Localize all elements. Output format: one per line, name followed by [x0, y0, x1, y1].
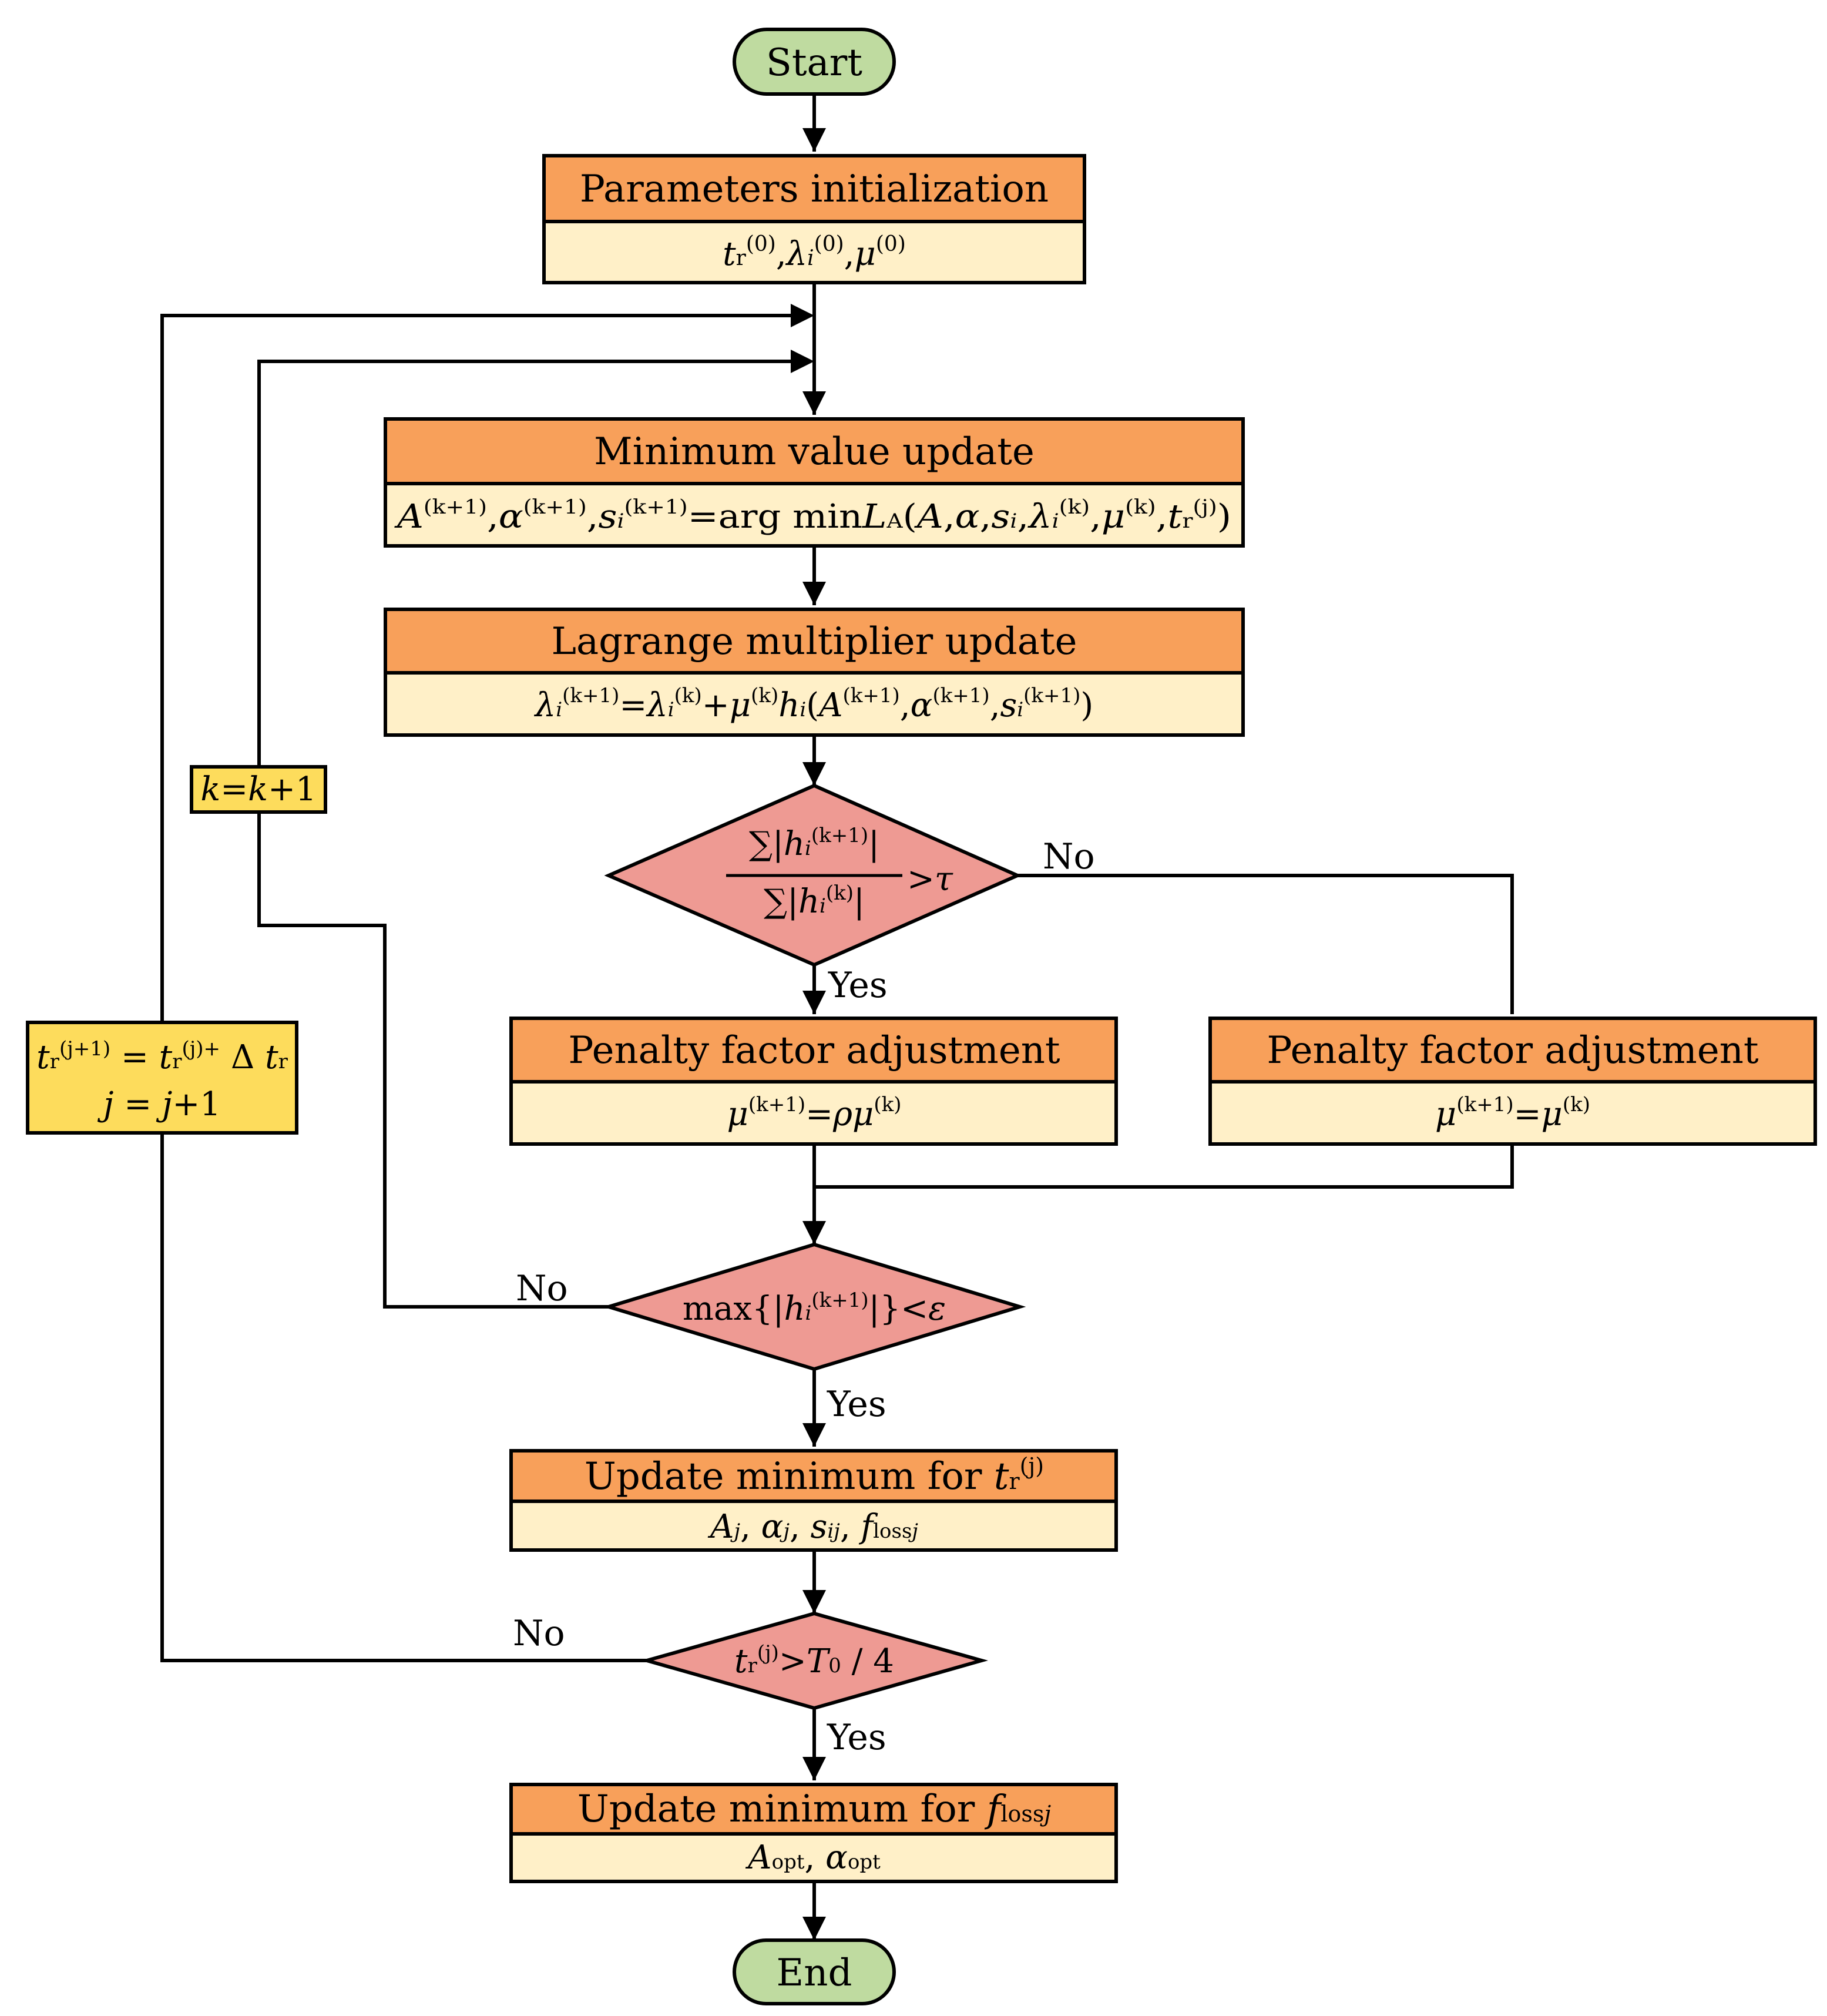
connectors	[160, 94, 1514, 1940]
arrowhead	[802, 991, 826, 1014]
init-formula: tr(0),λi(0),μ(0)	[723, 232, 906, 273]
penalty-no-title: Penalty factor adjustment	[1267, 1029, 1759, 1072]
line-tr-no	[160, 1133, 647, 1662]
line-max-no	[257, 812, 609, 1309]
arrowhead	[802, 1221, 826, 1245]
loop-tr-to-merge	[160, 314, 791, 1022]
end-label: End	[777, 1951, 852, 1995]
arrowhead	[802, 582, 826, 605]
arrowhead	[802, 1423, 826, 1447]
arrowhead	[791, 350, 814, 373]
init-box: Parameters initialization tr(0),λi(0),μ(…	[542, 154, 1086, 284]
penalty-no-box: Penalty factor adjustment μ(k+1)=μ(k)	[1208, 1017, 1817, 1146]
line-penalty-right-merge	[814, 1144, 1514, 1189]
lagrange-formula: λi(k+1)=λi(k)+μ(k)hi(A(k+1),α(k+1),si(k+…	[534, 684, 1094, 724]
min-update-box: Minimum value update A(k+1),α(k+1),si(k+…	[384, 417, 1245, 548]
tr-yes-label: Yes	[827, 1717, 886, 1758]
max-no-label: No	[516, 1268, 568, 1309]
tr-increment-box: tr(j+1) = tr(j)+ Δ tr j = j+1	[26, 1021, 298, 1135]
max-yes-label: Yes	[827, 1384, 886, 1425]
update-tr-box: Update minimum for tr(j) Aj, αj, sij, fl…	[509, 1449, 1118, 1552]
ratio-no-label: No	[1043, 836, 1095, 877]
min-update-title: Minimum value update	[594, 430, 1035, 474]
tr-increment-line2: j = j+1	[97, 1085, 221, 1123]
loop-k-to-merge	[257, 360, 791, 767]
arrowhead	[802, 1757, 826, 1780]
penalty-no-formula: μ(k+1)=μ(k)	[1435, 1093, 1590, 1133]
line-ratio-no	[1017, 874, 1514, 1014]
tr-decision: tr(j)>T0 / 4	[640, 1611, 989, 1710]
ratio-decision: ∑|hi(k+1)| ∑|hi(k)| >τ	[604, 783, 1022, 967]
penalty-yes-title: Penalty factor adjustment	[568, 1029, 1060, 1072]
tr-increment-line1: tr(j+1) = tr(j)+ Δ tr	[36, 1037, 288, 1076]
max-decision: max{|hi(k+1)|}<ε	[602, 1242, 1026, 1371]
arrowhead	[791, 304, 814, 327]
ratio-denominator: ∑|hi(k)|	[764, 881, 865, 921]
arrowhead	[802, 1917, 826, 1940]
update-floss-formula: Aopt, αopt	[745, 1839, 881, 1877]
end-node: End	[733, 1938, 896, 2005]
ratio-numerator: ∑|hi(k+1)|	[749, 824, 879, 863]
update-floss-box: Update minimum for flossj Aopt, αopt	[509, 1783, 1118, 1883]
arrowhead	[802, 1590, 826, 1614]
penalty-yes-formula: μ(k+1)=ρμ(k)	[727, 1093, 901, 1133]
tr-no-label: No	[513, 1613, 565, 1654]
lagrange-box: Lagrange multiplier update λi(k+1)=λi(k)…	[384, 608, 1245, 737]
start-node: Start	[733, 28, 896, 96]
update-tr-title: Update minimum for tr(j)	[585, 1453, 1044, 1498]
update-floss-title: Update minimum for flossj	[577, 1787, 1052, 1831]
arrowhead	[802, 391, 826, 415]
k-increment-box: k=k+1	[190, 765, 327, 814]
tr-check-formula: tr(j)>T0 / 4	[734, 1641, 894, 1680]
penalty-yes-box: Penalty factor adjustment μ(k+1)=ρμ(k)	[509, 1017, 1118, 1146]
ratio-yes-label: Yes	[828, 965, 888, 1006]
start-label: Start	[766, 41, 862, 85]
ratio-threshold: >τ	[907, 860, 953, 898]
k-increment-label: k=k+1	[200, 770, 316, 809]
init-title: Parameters initialization	[580, 167, 1049, 211]
lagrange-title: Lagrange multiplier update	[552, 620, 1077, 663]
max-formula: max{|hi(k+1)|}<ε	[683, 1289, 946, 1328]
arrowhead	[802, 762, 826, 786]
arrowhead	[802, 128, 826, 152]
